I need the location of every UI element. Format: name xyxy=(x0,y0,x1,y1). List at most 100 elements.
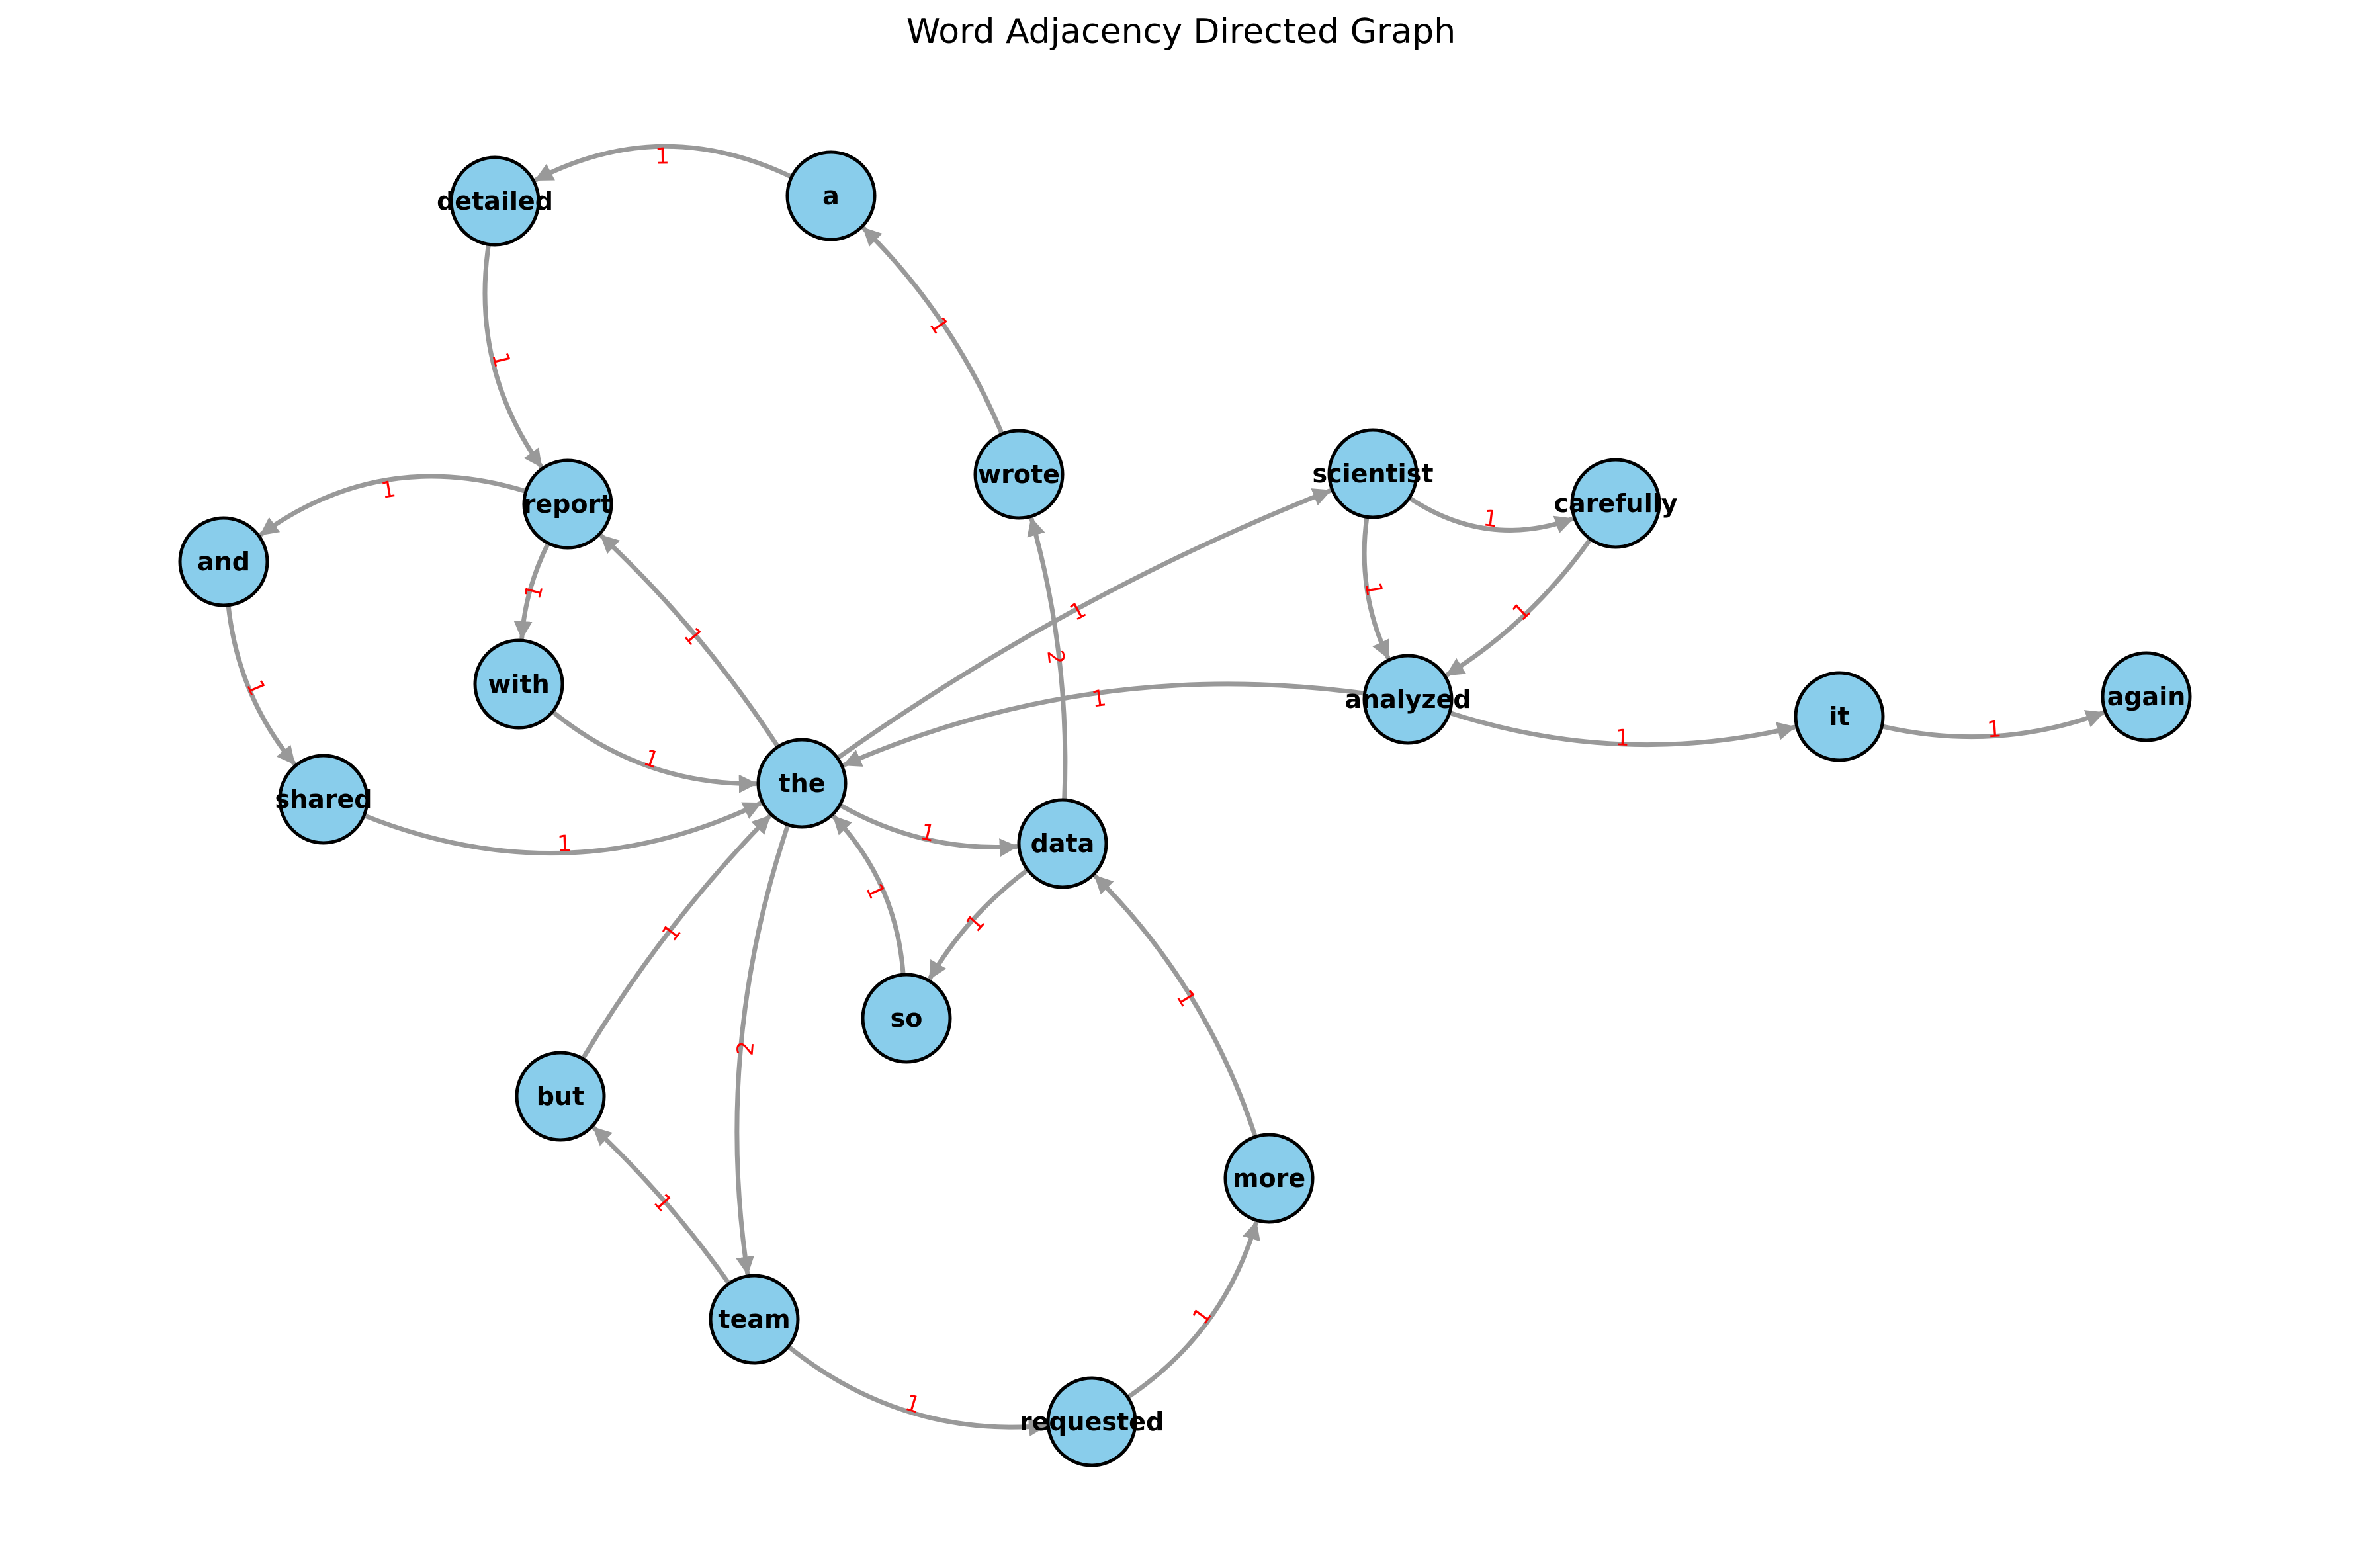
node-the: the xyxy=(756,738,848,829)
edge-scientist-to-carefully xyxy=(1407,495,1575,534)
node-circle xyxy=(522,458,613,550)
edge-weight-label: 1 xyxy=(1065,596,1090,626)
node-so: so xyxy=(861,973,952,1064)
edge-data-to-wrote xyxy=(1027,516,1068,803)
node-label: report xyxy=(523,490,613,519)
node-circle xyxy=(1327,428,1419,519)
node-circle xyxy=(973,429,1065,520)
node-label: but xyxy=(537,1082,584,1111)
node-more: more xyxy=(1223,1133,1315,1224)
node-circle xyxy=(1794,671,1885,762)
node-label: it xyxy=(1829,702,1849,731)
edge-the-to-report xyxy=(599,533,781,750)
edge-but-to-the xyxy=(580,814,772,1061)
node-circle xyxy=(861,973,952,1064)
node-label: so xyxy=(891,1004,923,1033)
edge-weight-label: 1 xyxy=(655,143,670,169)
node-circle xyxy=(2101,651,2192,742)
node-circle xyxy=(473,638,564,730)
edge-weight-label: 1 xyxy=(557,830,572,857)
node-with: with xyxy=(473,638,564,730)
node-circle xyxy=(1223,1133,1315,1224)
edge-team-to-but xyxy=(591,1125,732,1286)
node-label: and xyxy=(197,547,250,576)
edge-requested-to-more xyxy=(1125,1220,1260,1400)
edge-report-to-with xyxy=(513,541,551,640)
node-report: report xyxy=(522,458,613,550)
node-label: carefully xyxy=(1553,489,1677,518)
nodes-layer: detailed a report and with wrote scientist care… xyxy=(178,150,2192,1467)
edge-the-to-team xyxy=(734,822,791,1276)
node-data: data xyxy=(1017,798,1108,889)
edge-wrote-to-a xyxy=(861,226,1005,437)
edge-it-to-again xyxy=(1879,710,2105,740)
node-wrote: wrote xyxy=(973,429,1065,520)
node-team: team xyxy=(709,1274,800,1365)
edge-shared-to-the xyxy=(361,801,763,856)
edge-the-to-data xyxy=(837,803,1019,857)
node-label: wrote xyxy=(978,460,1060,489)
node-circle xyxy=(449,155,541,247)
edge-weight-label: 1 xyxy=(1360,580,1388,599)
edge-more-to-data xyxy=(1093,873,1258,1139)
node-label: data xyxy=(1031,829,1095,858)
node-circle xyxy=(178,516,269,607)
edge-data-to-so xyxy=(928,867,1030,981)
node-circle xyxy=(709,1274,800,1365)
node-circle xyxy=(756,738,848,829)
graph-title: Word Adjacency Directed Graph xyxy=(906,12,1456,52)
edge-weight-label: 1 xyxy=(1482,505,1499,533)
node-carefully: carefully xyxy=(1553,458,1678,549)
node-again: again xyxy=(2101,651,2192,742)
node-a: a xyxy=(785,150,877,241)
edge-weight-label: 1 xyxy=(519,582,548,602)
edge-with-to-the xyxy=(550,709,758,793)
edge-weight-label: 1 xyxy=(1507,597,1536,627)
node-circle xyxy=(1362,654,1454,745)
edge-weight-label: 2 xyxy=(1041,648,1069,666)
node-circle xyxy=(1046,1376,1137,1467)
edge-carefully-to-analyzed xyxy=(1444,537,1593,677)
node-shared: shared xyxy=(275,754,372,845)
edge-weight-label: 1 xyxy=(1615,724,1630,752)
edge-weight-label: 2 xyxy=(732,1040,760,1057)
edge-detailed-to-report xyxy=(482,241,544,469)
node-circle xyxy=(785,150,877,241)
node-analyzed: analyzed xyxy=(1344,654,1471,745)
node-detailed: detailed xyxy=(437,155,553,247)
node-label: a xyxy=(822,181,840,210)
node-circle xyxy=(278,754,369,845)
edge-weight-label: 1 xyxy=(1090,685,1108,713)
edge-weight-label: 1 xyxy=(1986,716,2002,743)
edge-report-to-and xyxy=(259,474,529,537)
node-label: analyzed xyxy=(1344,685,1471,714)
edge-a-to-detailed xyxy=(533,144,795,183)
node-label: more xyxy=(1233,1164,1305,1193)
edge-the-to-scientist xyxy=(835,488,1333,761)
edge-analyzed-to-the xyxy=(842,681,1368,767)
node-label: scientist xyxy=(1313,459,1434,488)
node-circle xyxy=(1570,458,1661,549)
node-but: but xyxy=(515,1051,606,1142)
edge-so-to-the xyxy=(831,814,906,977)
node-and: and xyxy=(178,516,269,607)
node-label: requested xyxy=(1020,1407,1164,1436)
node-circle xyxy=(515,1051,606,1142)
node-circle xyxy=(1017,798,1108,889)
edge-and-to-shared xyxy=(226,603,296,766)
node-it: it xyxy=(1794,671,1885,762)
node-scientist: scientist xyxy=(1313,428,1434,519)
node-label: detailed xyxy=(437,187,553,216)
node-label: with xyxy=(488,670,549,699)
edge-analyzed-to-it xyxy=(1447,710,1797,748)
edge-weight-label: 1 xyxy=(1188,1303,1217,1330)
node-label: again xyxy=(2107,682,2186,711)
edge-team-to-requested xyxy=(786,1344,1048,1437)
node-label: team xyxy=(718,1305,790,1334)
node-label: the xyxy=(779,769,826,798)
edge-scientist-to-analyzed xyxy=(1362,514,1391,660)
node-label: shared xyxy=(275,785,372,814)
node-requested: requested xyxy=(1020,1376,1164,1467)
